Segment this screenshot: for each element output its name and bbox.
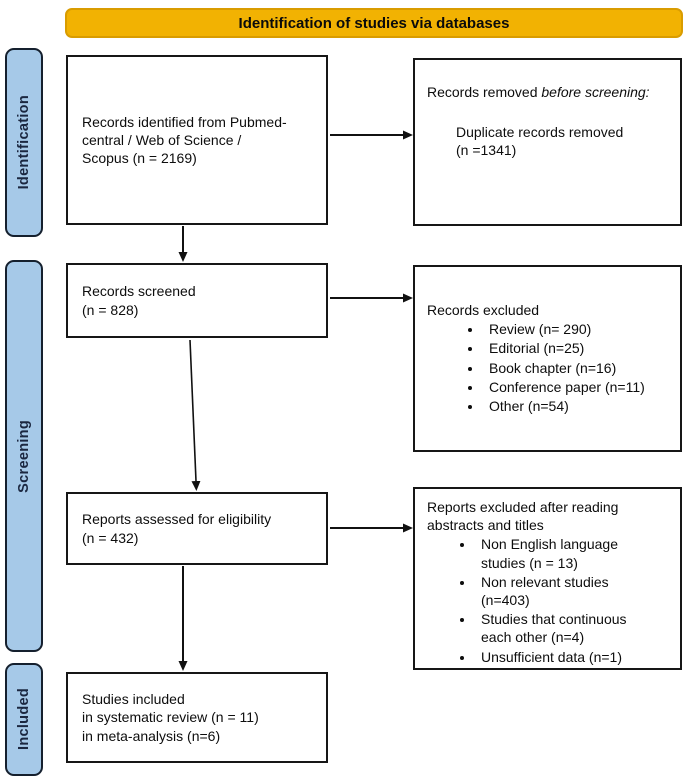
records-removed-prefix: Records removed [427, 84, 542, 100]
box-records-excluded-heading: Records excluded [427, 301, 540, 318]
stage-included: Included [5, 663, 43, 776]
box-records-screened-text: Records screened (n = 828) [82, 283, 196, 318]
banner-identification-via-databases: Identification of studies via databases [65, 8, 683, 38]
stage-screening-label: Screening [16, 419, 32, 493]
arrow-screened-to-assessed [189, 339, 201, 491]
box-studies-included: Studies included in systematic review (n… [66, 672, 328, 763]
exclusion-item: Editorial (n=25) [483, 339, 676, 357]
box-reports-assessed: Reports assessed for eligibility (n = 43… [66, 492, 328, 565]
exclusion-item: Studies that continuous each other (n=4) [475, 610, 678, 646]
exclusion-item: Non English language studies (n = 13) [475, 535, 678, 571]
records-removed-italic: before screening: [541, 84, 650, 100]
box-records-identified: Records identified from Pubmed- central … [66, 55, 328, 225]
exclusion-item: Review (n= 290) [483, 320, 676, 338]
exclusion-item: Other (n=54) [483, 397, 676, 415]
box-records-removed-heading: Records removed before screening: [427, 83, 672, 101]
box-reports-excluded-heading: Reports excluded after reading abstracts… [427, 499, 619, 534]
box-records-removed-item: Duplicate records removed (n =1341) [456, 124, 624, 159]
stage-identification: Identification [5, 48, 43, 237]
exclusion-item: Book chapter (n=16) [483, 359, 676, 377]
box-reports-assessed-text: Reports assessed for eligibility (n = 43… [82, 511, 272, 546]
box-records-excluded: Records excluded Review (n= 290) Editori… [413, 265, 682, 452]
exclusion-item: Conference paper (n=11) [483, 378, 676, 396]
stage-identification-label: Identification [16, 95, 32, 190]
box-records-removed: Records removed before screening: Duplic… [413, 58, 682, 226]
stage-included-label: Included [16, 688, 32, 751]
exclusion-item: Non relevant studies (n=403) [475, 573, 678, 609]
box-studies-included-text: Studies included in systematic review (n… [82, 691, 259, 744]
reports-excluded-list: Non English language studies (n = 13) No… [427, 535, 678, 665]
stage-screening: Screening [5, 260, 43, 652]
box-records-identified-text: Records identified from Pubmed- central … [82, 113, 287, 167]
exclusion-item: Unsufficient data (n=1) [475, 648, 678, 666]
box-records-screened: Records screened (n = 828) [66, 263, 328, 338]
box-reports-excluded: Reports excluded after reading abstracts… [413, 487, 682, 670]
records-excluded-list: Review (n= 290) Editorial (n=25) Book ch… [427, 320, 676, 416]
banner-label: Identification of studies via databases [238, 14, 510, 32]
